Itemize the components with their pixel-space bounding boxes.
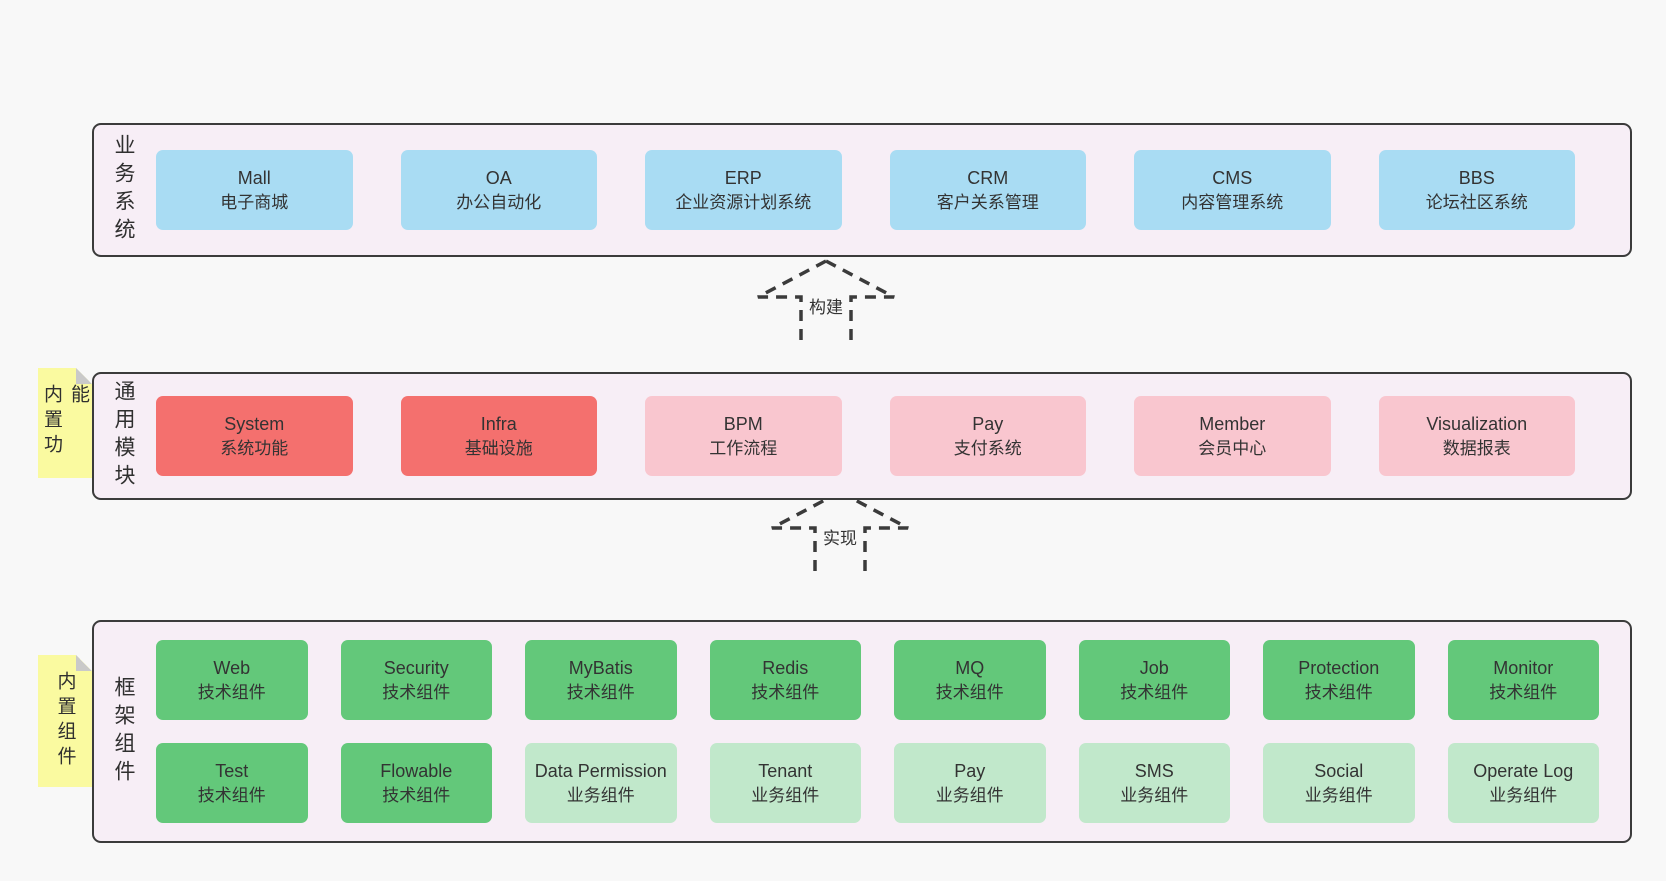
box-monitor: Monitor 技术组件: [1447, 640, 1599, 720]
box-operate-log: Operate Log 业务组件: [1447, 743, 1599, 823]
box-test: Test 技术组件: [156, 743, 308, 823]
section-label-framework: 框架组件: [112, 675, 135, 788]
folded-corner-icon: [76, 655, 92, 671]
box-protection: Protection 技术组件: [1263, 640, 1415, 720]
box-pay-module: Pay 支付系统: [889, 396, 1086, 476]
box-web: Web 技术组件: [156, 640, 308, 720]
sticky-built-in-features: 内置功能: [38, 368, 92, 478]
box-oa: OA 办公自动化: [400, 150, 597, 230]
box-erp: ERP 企业资源计划系统: [645, 150, 842, 230]
section-business-systems: 业务系统 Mall 电子商城 OA 办公自动化 ERP 企业资源计划系统 CRM…: [92, 123, 1632, 257]
folded-corner-icon: [76, 368, 92, 384]
up-arrow-icon: [771, 490, 909, 576]
box-member: Member 会员中心: [1134, 396, 1331, 476]
section-framework-components: 框架组件 Web 技术组件 Security 技术组件 MyBatis 技术组件…: [92, 620, 1632, 843]
box-sms: SMS 业务组件: [1078, 743, 1230, 823]
section-label-modules: 通用模块: [112, 380, 135, 492]
implement-arrow: 实现: [766, 488, 914, 578]
sticky-built-in-components-label: 内置组件: [54, 671, 76, 771]
build-arrow: 构建: [752, 257, 900, 345]
section-label-business: 业务系统: [112, 134, 135, 246]
module-boxes: System 系统功能 Infra 基础设施 BPM 工作流程 Pay 支付系统…: [148, 374, 1630, 498]
sticky-built-in-components: 内置组件: [38, 655, 92, 787]
box-security: Security 技术组件: [340, 640, 492, 720]
box-mybatis: MyBatis 技术组件: [525, 640, 677, 720]
implement-arrow-label: 实现: [820, 524, 860, 549]
up-arrow-icon: [757, 259, 895, 343]
section-common-modules: 通用模块 System 系统功能 Infra 基础设施 BPM 工作流程 Pay…: [92, 372, 1632, 500]
box-tenant: Tenant 业务组件: [709, 743, 861, 823]
box-bpm: BPM 工作流程: [645, 396, 842, 476]
build-arrow-label: 构建: [806, 293, 846, 318]
box-social: Social 业务组件: [1263, 743, 1415, 823]
box-system: System 系统功能: [156, 396, 353, 476]
box-mall: Mall 电子商城: [156, 150, 353, 230]
box-cms: CMS 内容管理系统: [1134, 150, 1331, 230]
box-job: Job 技术组件: [1078, 640, 1230, 720]
box-flowable: Flowable 技术组件: [340, 743, 492, 823]
box-mq: MQ 技术组件: [894, 640, 1046, 720]
box-visualization: Visualization 数据报表: [1378, 396, 1575, 476]
box-redis: Redis 技术组件: [709, 640, 861, 720]
box-infra: Infra 基础设施: [400, 396, 597, 476]
sticky-built-in-features-label: 内置功能: [41, 384, 89, 459]
box-data-permission: Data Permission 业务组件: [525, 743, 677, 823]
framework-bottom-row: Test 技术组件 Flowable 技术组件 Data Permission …: [156, 743, 1599, 823]
box-bbs: BBS 论坛社区系统: [1378, 150, 1575, 230]
framework-top-row: Web 技术组件 Security 技术组件 MyBatis 技术组件 Redi…: [156, 640, 1599, 720]
business-boxes: Mall 电子商城 OA 办公自动化 ERP 企业资源计划系统 CRM 客户关系…: [148, 125, 1630, 255]
box-crm: CRM 客户关系管理: [889, 150, 1086, 230]
box-pay-component: Pay 业务组件: [894, 743, 1046, 823]
framework-boxes: Web 技术组件 Security 技术组件 MyBatis 技术组件 Redi…: [148, 622, 1630, 841]
